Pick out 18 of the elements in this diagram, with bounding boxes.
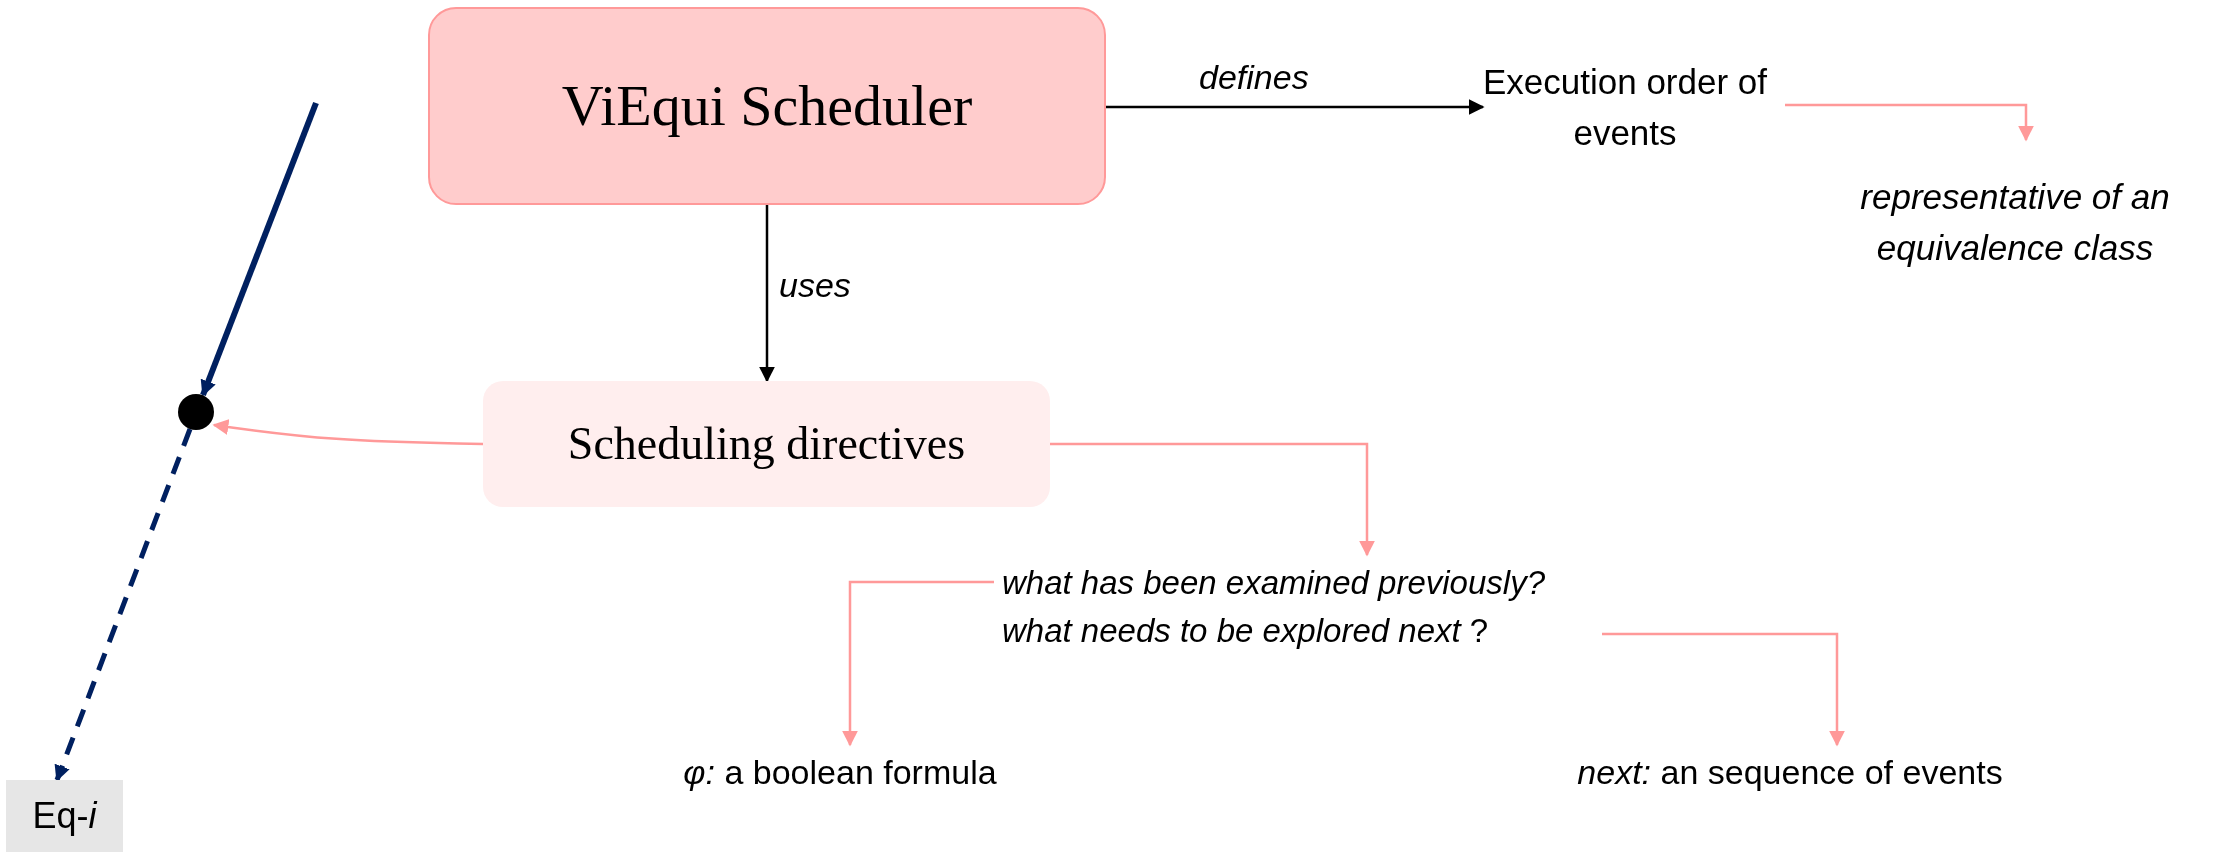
- scheduler-box: ViEqui Scheduler: [428, 7, 1106, 205]
- directives-box: Scheduling directives: [483, 381, 1050, 507]
- arrow: [54, 428, 193, 782]
- arrow: [212, 419, 484, 446]
- label-box: Eq-i: [6, 780, 123, 852]
- arrow: [200, 101, 319, 397]
- annotation-text: what has been examined previously? what needs to be explored next ?: [1002, 555, 1602, 659]
- arrow: [1785, 103, 2034, 142]
- arrow: [842, 580, 994, 747]
- arrow: [1106, 99, 1485, 115]
- annotation-text: Execution order of events: [1475, 56, 1775, 160]
- arrow: [1050, 442, 1375, 557]
- annotation-text: next: an sequence of events: [1440, 745, 2140, 801]
- arrow: [759, 205, 775, 383]
- annotation-text: φ: a boolean formula: [600, 745, 1080, 801]
- arrow: [1602, 632, 1845, 747]
- junction-dot: [178, 394, 214, 430]
- annotation-text: representative of an equivalence class: [1815, 170, 2215, 275]
